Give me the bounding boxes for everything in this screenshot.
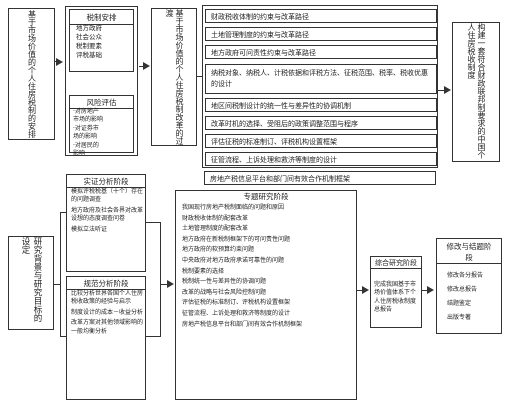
empirical-items: 模拟评税税基（十个）存在的问题调查 地方政府及社会各界对改革设想的态度调查问卷 … bbox=[71, 188, 144, 233]
tax-arrangement-items: 地方政府 社会公众 税制要素 评税基础 bbox=[76, 24, 102, 59]
top-left-box: 基于市场价值的个人住房税制的安排 bbox=[8, 8, 55, 140]
normative-items: 比较分析世界各国个人住房税收政策的经验与启示 制度设计的成本－收益分析 改革方案… bbox=[71, 290, 144, 335]
arrow-5 bbox=[362, 286, 369, 294]
bottom-left-box: 研究背景与研究目标的设定 bbox=[8, 236, 54, 330]
special-box: 专题研究阶段 我国现行房地产税制面临的问题和原因 财政税收体制的配套改革 土地管… bbox=[175, 190, 357, 400]
normative-title: 规范分析阶段 bbox=[67, 278, 145, 290]
empirical-box: 实证分析阶段 模拟评税税基（十个）存在的问题调查 地方政府及社会各界对改革设想的… bbox=[66, 174, 146, 272]
special-items: 我国现行房地产税制面临的问题和原因 财政税收体制的配套改革 土地管理制度的配套改… bbox=[182, 204, 303, 328]
path-5: 地区间税制设计的统一性与差异性的协调机制 bbox=[205, 98, 437, 112]
arrow-2 bbox=[143, 62, 150, 70]
revise-box: 修改与结题阶段 修改各分报告 修改总报告 结题鉴定 出版专著 bbox=[436, 238, 502, 334]
top-right-label: 构建一套符合财政联邦制要求的中国个人住房税收制度 bbox=[467, 23, 486, 159]
top-left-label: 基于市场价值的个人住房税制的安排 bbox=[27, 10, 37, 138]
path-1: 财政税收体制的约束与改革路径 bbox=[205, 9, 437, 23]
arrow-4 bbox=[167, 280, 174, 288]
path-9: 房地产税信息平台和部门间有效合作机制框架 bbox=[204, 171, 436, 185]
revise-items: 修改各分报告 修改总报告 结题鉴定 出版专著 bbox=[447, 272, 484, 321]
arrow-3 bbox=[444, 86, 451, 94]
path-3: 地方政府可问责性约束与改革路径 bbox=[205, 45, 437, 59]
policy-group: 税制安排 地方政府 社会公众 税制要素 评税基础 风险评估 ·对房地产 市场的影… bbox=[65, 6, 138, 157]
top-mid-box: 基于市场价值的个人住房税制改革的过渡 bbox=[151, 8, 197, 146]
top-mid-label: 基于市场价值的个人住房税制改革的过渡 bbox=[165, 9, 184, 145]
arrow-6 bbox=[427, 286, 434, 294]
path-4: 纳税对象、纳税人、计税依据和评税方法、征税范围、税率、税收优惠的设计 bbox=[205, 64, 437, 94]
path-8: 征管流程、上诉处理和救济等制度的设计 bbox=[205, 152, 437, 166]
paths-outer: 财政税收体制的约束与改革路径 土地管理制度的约束与改革路径 地方政府可问责性约束… bbox=[202, 5, 438, 168]
risk-items: ·对房地产 市场的影响 ·对证券市 场的影响 ·对居民的 影响 bbox=[73, 108, 104, 158]
synthesis-title: 综合研究阶段 bbox=[371, 258, 421, 269]
synthesis-box: 综合研究阶段 完成我国基于市场价值体系下个人住房税收制度总报告 bbox=[370, 256, 422, 328]
tax-arrangement-title: 税制安排 bbox=[70, 12, 133, 25]
path-7: 评估征税的标准制订、评税机构设置框架 bbox=[205, 134, 437, 148]
risk-box: 风险评估 ·对房地产 市场的影响 ·对证券市 场的影响 ·对居民的 影响 bbox=[69, 95, 134, 157]
special-title: 专题研究阶段 bbox=[176, 191, 356, 202]
revise-title: 修改与结题阶段 bbox=[437, 241, 501, 264]
bottom-left-label: 研究背景与研究目标的设定 bbox=[20, 237, 42, 322]
arrow-1 bbox=[56, 58, 63, 66]
risk-title: 风险评估 bbox=[70, 97, 133, 109]
synthesis-items: 完成我国基于市场价值体系下个人住房税收制度总报告 bbox=[374, 281, 417, 314]
empirical-title: 实证分析阶段 bbox=[67, 176, 145, 188]
normative-box: 规范分析阶段 比较分析世界各国个人住房税收政策的经验与启示 制度设计的成本－收益… bbox=[66, 276, 146, 400]
path-6: 改革时机的选择、受阻后的政策调整范围与程序 bbox=[205, 116, 437, 130]
top-right-box: 构建一套符合财政联邦制要求的中国个人住房税收制度 bbox=[452, 22, 500, 162]
tax-arrangement-box: 税制安排 地方政府 社会公众 税制要素 评税基础 bbox=[69, 9, 134, 72]
path-2: 土地管理制度的约束与改革路径 bbox=[205, 27, 437, 41]
